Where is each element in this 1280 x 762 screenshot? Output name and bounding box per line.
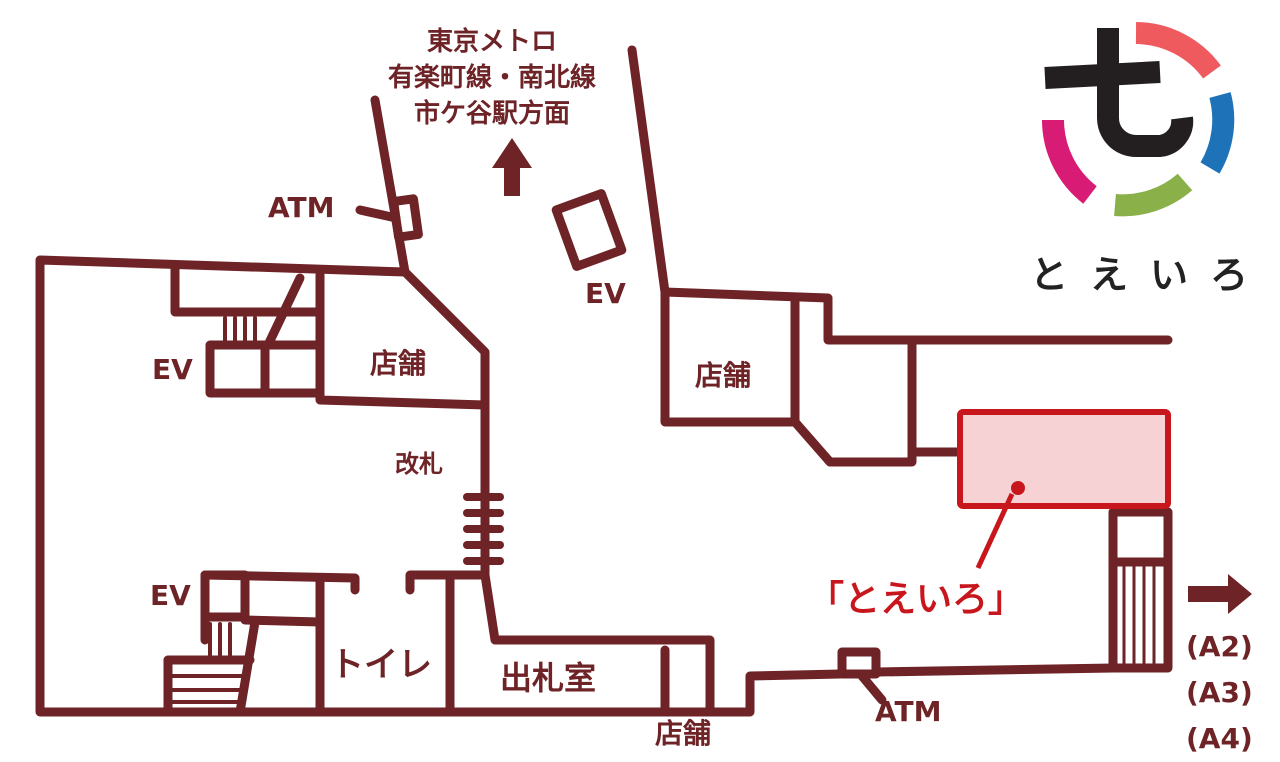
toeiro-location[interactable] [957,409,1171,509]
exit-label: (A4) [1186,722,1253,755]
shop-label: 店舗 [655,717,712,750]
atm-label: ATM [875,695,942,728]
toilet-label: トイレ [330,645,432,685]
exit-list: (A2) (A3) (A4) [1186,624,1253,762]
shop-label: 店舗 [370,347,427,380]
direction-label: 東京メトロ 有楽町線・南北線 市ケ谷駅方面 [362,24,622,132]
arrow-up-icon [492,138,532,196]
direction-line: 東京メトロ [426,27,557,57]
direction-line: 有楽町線・南北線 [387,63,596,93]
ev-label: EV [150,579,191,612]
ticket-office-label: 出札室 [500,659,597,697]
ticket-gate-label: 改札 [395,450,443,478]
exit-label: (A2) [1186,630,1253,663]
atm-label: ATM [268,191,335,224]
location-dot [1011,481,1025,495]
walls [35,45,1173,717]
logo-text: とえいろ [1030,253,1271,297]
toeiro-label: 「とえいろ」 [808,579,1025,620]
ev-label: EV [152,353,193,386]
ev-label: EV [585,277,626,310]
shop-label: 店舗 [695,359,752,392]
exit-label: (A3) [1186,676,1253,709]
arrow-right-icon [1188,574,1252,614]
toeiro-logo [1042,22,1235,217]
leader-line [975,492,1015,570]
direction-line: 市ケ谷駅方面 [413,99,570,129]
